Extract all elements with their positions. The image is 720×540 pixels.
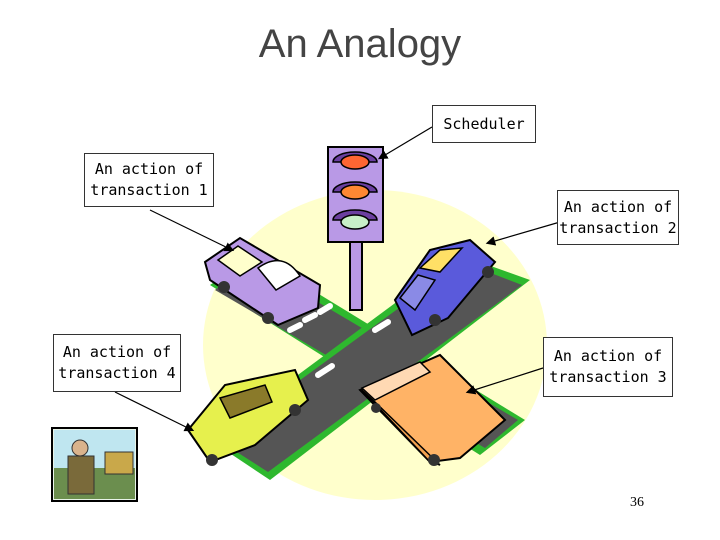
transaction-4-line-2: transaction 4: [54, 363, 180, 384]
scheduler-callout: Scheduler: [432, 105, 536, 143]
transaction-3-line-2: transaction 3: [544, 367, 672, 388]
transaction-1-callout: An action of transaction 1: [84, 153, 214, 207]
transaction-3-callout: An action of transaction 3: [543, 337, 673, 397]
transaction-1-line-2: transaction 1: [85, 180, 213, 201]
transaction-1-line-1: An action of: [85, 159, 213, 180]
page-number: 36: [630, 495, 644, 511]
transaction-4-callout: An action of transaction 4: [53, 334, 181, 392]
police-officer-picture: [52, 428, 137, 501]
transaction-2-line-1: An action of: [558, 197, 678, 218]
transaction-2-line-2: transaction 2: [558, 218, 678, 239]
transaction-3-line-1: An action of: [544, 346, 672, 367]
transaction-4-line-1: An action of: [54, 342, 180, 363]
scheduler-label: Scheduler: [433, 114, 535, 135]
transaction-2-callout: An action of transaction 2: [557, 190, 679, 245]
